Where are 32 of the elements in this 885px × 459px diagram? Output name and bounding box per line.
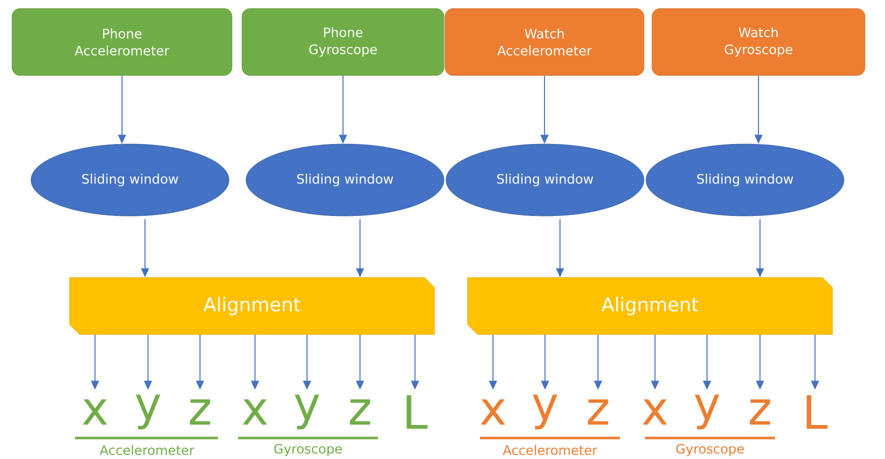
- alignment-box: Alignment: [467, 277, 833, 335]
- group-label: Accelerometer: [100, 444, 194, 456]
- axis-letter: y: [136, 394, 160, 430]
- group-label: Gyroscope: [676, 444, 744, 456]
- axis-letter: L: [806, 395, 828, 429]
- ellipse-text: Sliding window: [497, 174, 594, 186]
- sensor-box: Phone Gyroscope: [242, 8, 444, 76]
- axis-letter: x: [242, 399, 268, 425]
- sliding-window-ellipse: [30, 144, 230, 216]
- axis-letter: y: [532, 394, 558, 430]
- group-label: Accelerometer: [502, 444, 598, 456]
- sliding-window-ellipse: [646, 144, 844, 216]
- sliding-window-ellipse: [446, 144, 644, 216]
- axis-letter: x: [480, 399, 506, 425]
- sensor-box: Watch Gyroscope: [652, 8, 866, 76]
- axis-letter: y: [294, 394, 320, 430]
- axis-letter: z: [350, 399, 370, 425]
- ellipse-text: Sliding window: [82, 174, 178, 186]
- alignment-box: Alignment: [69, 277, 435, 335]
- ellipse-text: Sliding window: [697, 174, 794, 186]
- axis-letter: z: [588, 399, 608, 425]
- group-label: Gyroscope: [274, 444, 342, 456]
- ellipse-text: Sliding window: [297, 174, 394, 186]
- axis-letter: x: [642, 399, 668, 425]
- axis-letter: z: [190, 399, 210, 425]
- axis-letter: L: [406, 395, 428, 429]
- axis-letter: y: [694, 394, 720, 430]
- axis-letter: z: [750, 399, 770, 425]
- axis-letter: x: [82, 399, 108, 425]
- sensor-box: Watch Accelerometer: [444, 8, 644, 76]
- sensor-box: Phone Accelerometer: [12, 8, 232, 76]
- sliding-window-ellipse: [246, 144, 444, 216]
